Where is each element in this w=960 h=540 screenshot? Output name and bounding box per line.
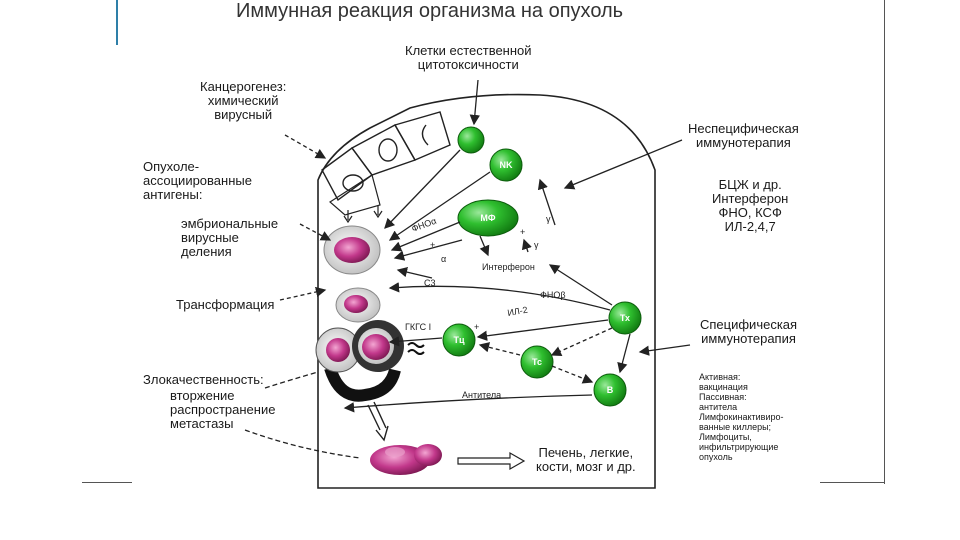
arrow-alpha (395, 240, 462, 258)
metastasis-targets-label: Печень, легкие,кости, мозг и др. (536, 446, 636, 474)
t-cytotoxic-label: Тц (453, 335, 464, 345)
label-fno-b: ФНОβ (540, 290, 566, 300)
arrow-nonspecific (565, 140, 682, 188)
arrow-tx-ts (552, 328, 612, 355)
label-alpha: α (441, 254, 446, 264)
natural-killer-cell-small (458, 127, 484, 153)
label-interferon: Интерферон (482, 262, 535, 272)
transformation-label: Трансформация (176, 298, 274, 312)
label-plus-1: + (540, 180, 545, 190)
metastasis-cell (370, 444, 442, 475)
arrow-ts-tc (480, 345, 520, 355)
arrow-interferon-nk (524, 240, 528, 252)
nk-cell-label: NK (500, 160, 513, 170)
arrow-tx-b (620, 334, 630, 372)
t-suppressor-label: Тс (532, 357, 542, 367)
arrow-antigens (300, 224, 330, 240)
malignancy-label: Злокачественность: (143, 373, 264, 387)
macrophage-label: МФ (480, 213, 495, 223)
arrow-nk-label-to-cell (474, 80, 478, 124)
label-plus-4: + (520, 227, 525, 237)
label-plus-2: + (430, 240, 435, 250)
arrow-small-nk-to-tumor (385, 150, 460, 228)
label-gamma-2: γ (534, 240, 539, 250)
tumor-cell-2 (344, 295, 368, 313)
label-il2: ИЛ-2 (507, 305, 529, 318)
arrow-specific (640, 345, 690, 352)
arrow-mf-interferon (480, 236, 488, 255)
label-gkgs: ГКГС I (405, 322, 431, 332)
arrow-c3 (398, 270, 432, 278)
label-plus-3: + (474, 322, 479, 332)
t-helper-label: Тх (620, 313, 630, 323)
metastasis-arrow (458, 453, 524, 469)
tumor-cell-1 (334, 237, 370, 263)
arrow-carcinogenesis (285, 135, 325, 158)
invasion-arrow (368, 402, 388, 440)
arrow-tx-fnob (390, 286, 610, 310)
label-c3: C3 (424, 278, 436, 288)
line-metastasis (245, 430, 360, 458)
arrow-tx-tc (478, 320, 608, 337)
label-antibodies: Антитела (462, 390, 501, 400)
line-malignancy (265, 372, 318, 388)
arrow-ts-b (552, 366, 592, 382)
label-fno-a: ФНОα (410, 216, 437, 234)
epithelial-cells (322, 112, 450, 215)
b-cell-label: В (607, 385, 614, 395)
label-gamma-1: γ (546, 214, 551, 224)
